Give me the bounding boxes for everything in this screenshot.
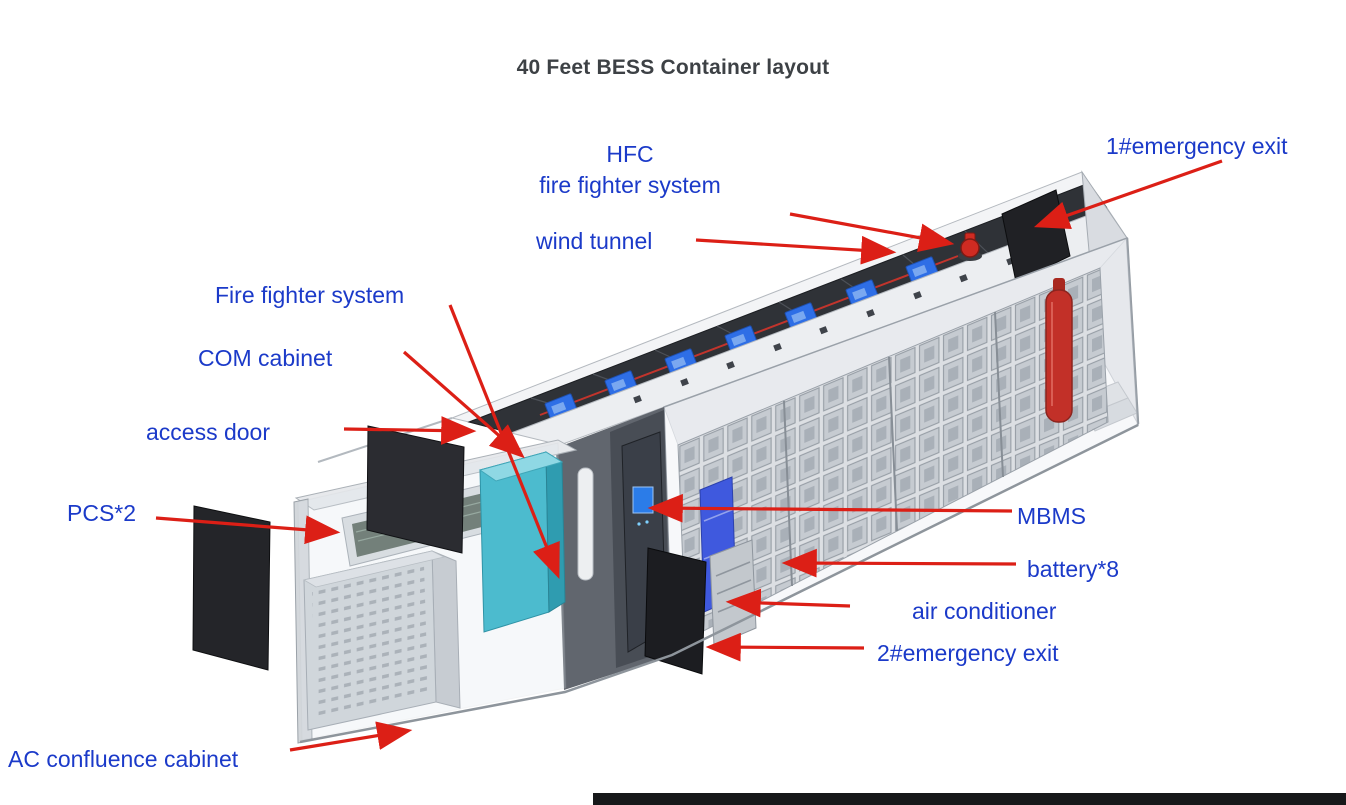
page-title: 40 Feet BESS Container layout <box>516 56 830 79</box>
arrow-wind-tunnel <box>695 235 897 265</box>
arrow-access-door <box>343 416 477 445</box>
roof-rail-ticks <box>633 257 1015 404</box>
label-hfc: HFC fire fighter system <box>500 139 760 201</box>
bottom-bar <box>593 793 1346 805</box>
arrow-emergency-exit-1 <box>1033 159 1223 230</box>
arrow-emergency-exit-2 <box>705 632 865 662</box>
label-wind-tunnel: wind tunnel <box>536 228 653 254</box>
label-pcs: PCS*2 <box>67 500 137 526</box>
label-hfc-line2: fire fighter system <box>539 172 721 198</box>
callout-arrows <box>155 159 1223 752</box>
fire-bottle-white <box>577 467 594 581</box>
label-fire-fighter-system: Fire fighter system <box>215 282 405 308</box>
label-emergency-exit-2: 2#emergency exit <box>877 640 1059 666</box>
open-door-left <box>192 505 271 671</box>
left-section <box>192 417 578 744</box>
air-conditioner-unit <box>709 539 757 647</box>
label-air-conditioner: air conditioner <box>912 598 1057 624</box>
arrow-ac-confluence <box>289 721 413 752</box>
emergency-exit-2-door <box>644 547 707 675</box>
hfc-device <box>958 232 982 261</box>
container-bottom-edge <box>299 423 1139 744</box>
arrow-air-conditioner <box>725 588 851 618</box>
arrow-com-cabinet <box>402 350 525 459</box>
mbms-screen <box>632 486 654 514</box>
arrow-pcs <box>155 515 341 545</box>
fire-suppression-tank <box>1045 278 1073 423</box>
label-battery: battery*8 <box>1027 556 1120 582</box>
label-mbms: MBMS <box>1017 503 1086 529</box>
arrow-mbms <box>647 493 1013 523</box>
access-door-opening <box>366 425 465 554</box>
ac-confluence-cabinet-box <box>302 550 461 731</box>
label-hfc-line1: HFC <box>606 141 654 167</box>
arrow-hfc <box>789 212 955 252</box>
arrow-battery <box>781 548 1017 578</box>
label-emergency-exit-1: 1#emergency exit <box>1106 133 1288 159</box>
label-ac-confluence-cabinet: AC confluence cabinet <box>8 746 239 772</box>
label-com-cabinet: COM cabinet <box>198 345 333 371</box>
com-cabinet-box <box>478 451 566 633</box>
label-access-door: access door <box>146 419 271 445</box>
